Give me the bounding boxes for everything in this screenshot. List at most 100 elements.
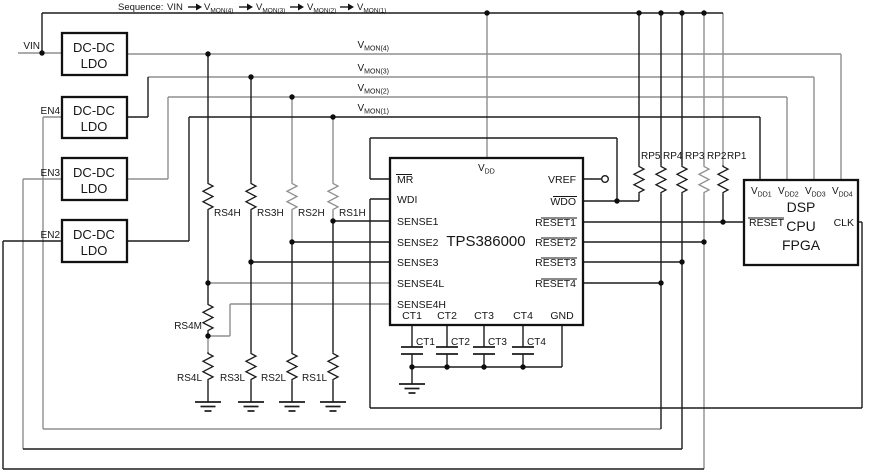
- ic-pin-ct2: CT2: [437, 310, 457, 322]
- resistor-rs1h: [326, 182, 340, 211]
- cap-ct3-label: CT3: [488, 337, 507, 348]
- ic-part-number: TPS386000: [446, 233, 525, 250]
- ground-rs2l: [279, 401, 305, 412]
- capacitor-ct4: [512, 346, 534, 355]
- labels-layer: VIN EN4 EN3 EN2 DC-DC LDO DC-DC LDO DC-D…: [23, 40, 854, 384]
- processor-pin-clk: CLK: [834, 217, 854, 229]
- vin-label: VIN: [23, 41, 40, 52]
- processor-name-2: CPU: [786, 218, 816, 234]
- sequence-source: VIN: [167, 2, 183, 13]
- ic-pin-sense3: SENSE3: [397, 257, 439, 269]
- resistor-rs1l: [326, 352, 340, 381]
- ldo1-line2: LDO: [81, 56, 108, 71]
- rp5-label: RP5: [641, 151, 661, 162]
- ldo-block-1: [60, 31, 129, 77]
- cap-ct2-label: CT2: [451, 337, 470, 348]
- ic-pin-sense1: SENSE1: [397, 216, 439, 228]
- rp4-label: RP4: [663, 151, 683, 162]
- resistor-rp5: [632, 165, 646, 194]
- rs2h-label: RS2H: [298, 208, 325, 219]
- processor-pin-vdd2: VDD2: [778, 186, 799, 199]
- ic-pin-gnd: GND: [550, 310, 574, 322]
- en4-label: EN4: [41, 106, 61, 117]
- rp1-label: RP1: [727, 151, 747, 162]
- processor-name-1: DSP: [787, 199, 816, 215]
- processor-pin-vdd4: VDD4: [832, 186, 853, 199]
- cap-ct1-label: CT1: [416, 337, 435, 348]
- capacitor-ct2: [436, 346, 458, 355]
- resistor-rp2: [697, 165, 711, 194]
- ic-pin-sense2: SENSE2: [397, 237, 439, 249]
- ic-vdd-pin-label: VDD: [478, 163, 495, 176]
- ldo1-line1: DC-DC: [73, 40, 115, 55]
- processor-name-3: FPGA: [782, 237, 821, 253]
- ic-pin-ct4: CT4: [513, 310, 533, 322]
- processor-body: [742, 178, 860, 267]
- en2-label: EN2: [41, 230, 61, 241]
- wires-gray: [18, 13, 842, 469]
- en3-label: EN3: [41, 168, 61, 179]
- ldo2-line1: DC-DC: [73, 103, 115, 118]
- rs3h-label: RS3H: [257, 208, 284, 219]
- ic-pin-wdo: WDO: [550, 196, 576, 208]
- rs4l-label: RS4L: [177, 373, 202, 384]
- ground-rs4l: [195, 401, 221, 412]
- rs1h-label: RS1H: [339, 208, 366, 219]
- resistor-rp3: [675, 165, 689, 194]
- processor-pin-reset: RESET: [749, 217, 785, 229]
- wires-black: [2, 12, 863, 470]
- resistor-rs4m: [201, 303, 215, 332]
- resistor-rs2h: [285, 182, 299, 211]
- ldo-block-2: [60, 95, 129, 140]
- cap-ct4-label: CT4: [527, 337, 546, 348]
- ground-rs1l: [320, 401, 346, 412]
- rs3l-label: RS3L: [220, 373, 245, 384]
- resistor-rs4h: [201, 182, 215, 211]
- junction-dots: [39, 10, 726, 370]
- capacitors-layer: [401, 346, 534, 355]
- resistor-rs3h: [244, 182, 258, 211]
- ic-pin-reset2: RESET2: [535, 237, 576, 249]
- vmon2-net-label: VMON(2): [357, 83, 389, 96]
- sequence-label: Sequence:: [118, 2, 163, 13]
- svg-text:Sequence: VIN VMON: Sequence: VIN VMON(4) VMON(3) VMON(2) VM…: [118, 2, 386, 16]
- ic-pin-wdi: WDI: [397, 194, 417, 206]
- ldo3-line1: DC-DC: [73, 165, 115, 180]
- ground-rs3l: [238, 401, 264, 412]
- rp2-label: RP2: [707, 151, 727, 162]
- rs1l-label: RS1L: [302, 373, 327, 384]
- vmon4-net-label: VMON(4): [357, 40, 389, 53]
- rs4m-label: RS4M: [174, 321, 202, 332]
- capacitor-ct3: [473, 346, 495, 355]
- sequence-arrow-icon: [188, 3, 202, 11]
- ic-pin-ct3: CT3: [474, 310, 494, 322]
- ic-pin-vref: VREF: [548, 174, 576, 186]
- rs4h-label: RS4H: [214, 208, 241, 219]
- resistor-rp4: [654, 165, 668, 194]
- ic-pin-reset4: RESET4: [535, 278, 576, 290]
- ldo3-line2: LDO: [81, 181, 108, 196]
- ic-pin-ct1: CT1: [402, 310, 422, 322]
- sequence-note: Sequence: VIN VMON(4) VMON(3) VMON(2) VM…: [118, 2, 386, 16]
- overlines: [396, 174, 784, 280]
- resistor-rp1: [716, 165, 730, 194]
- ic-pin-mr: MR: [397, 174, 414, 186]
- sequence-arrow-icon: [340, 3, 354, 11]
- processor-pin-vdd1: VDD1: [751, 186, 772, 199]
- ic-pin-reset1: RESET1: [535, 217, 576, 229]
- sequence-arrow-icon: [239, 3, 253, 11]
- ldo4-line2: LDO: [81, 243, 108, 258]
- vmon3-net-label: VMON(3): [357, 63, 389, 76]
- capacitor-ct1: [401, 346, 423, 355]
- processor-pin-vdd3: VDD3: [805, 186, 826, 199]
- rs2l-label: RS2L: [261, 373, 286, 384]
- resistor-rs3l: [244, 352, 258, 381]
- sequence-arrow-icon: [290, 3, 304, 11]
- ground-ct: [399, 383, 425, 394]
- ldo4-line1: DC-DC: [73, 227, 115, 242]
- ic-pin-reset3: RESET3: [535, 257, 576, 269]
- ldo2-line2: LDO: [81, 119, 108, 134]
- ldo-block-3: [60, 156, 129, 202]
